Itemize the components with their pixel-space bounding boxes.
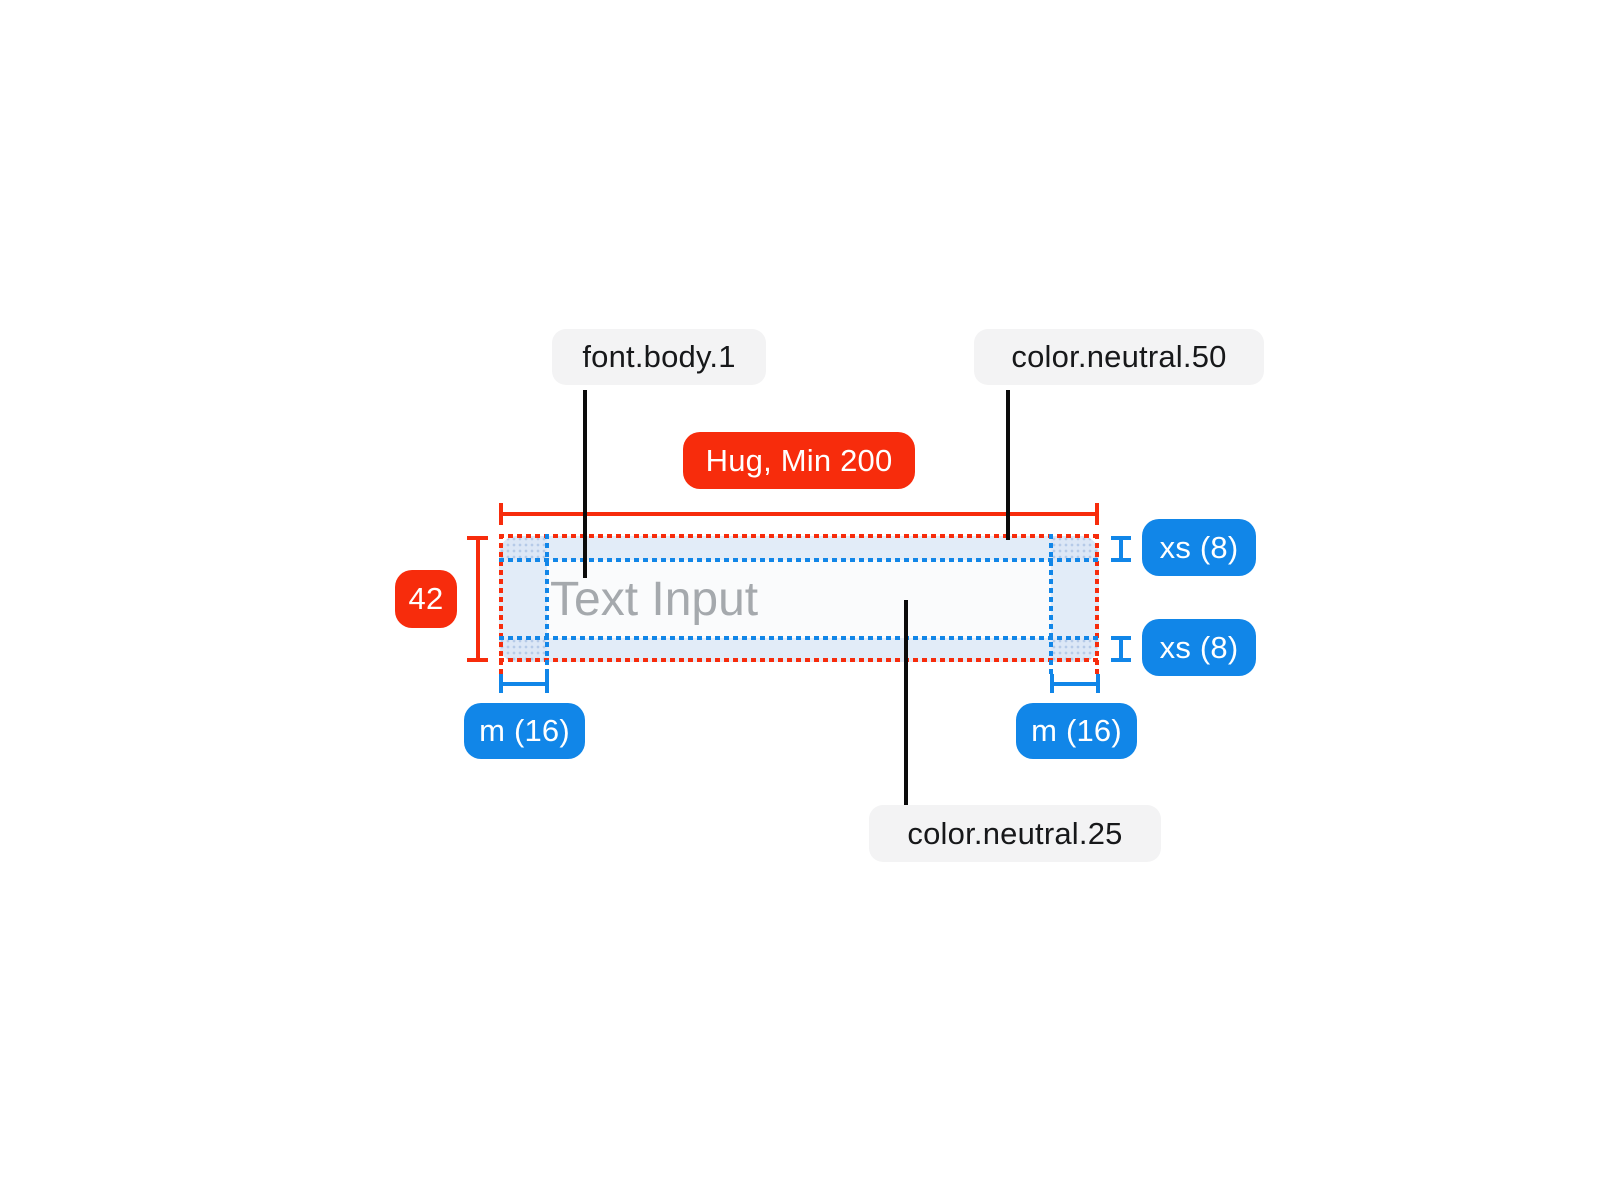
padding-top-marker xyxy=(1111,536,1131,562)
padding-left-badge: m (16) xyxy=(464,703,585,759)
padding-guide-right xyxy=(1049,534,1053,676)
border-token-connector xyxy=(1006,390,1010,540)
padding-guide-bottom xyxy=(499,636,1099,640)
padding-top-badge: xs (8) xyxy=(1142,519,1256,576)
padding-corner-top-right xyxy=(1051,536,1099,560)
background-color-token-label: color.neutral.25 xyxy=(869,805,1161,862)
border-color-token-label: color.neutral.50 xyxy=(974,329,1264,385)
font-token-connector xyxy=(583,390,587,578)
padding-corner-top-left xyxy=(499,536,547,560)
redline-bounds-right xyxy=(1095,534,1099,676)
width-dimension-cap-left xyxy=(499,503,503,525)
padding-guide-left xyxy=(545,534,549,676)
padding-bottom-marker xyxy=(1111,636,1131,662)
width-dimension-cap-right xyxy=(1095,503,1099,525)
padding-right-marker xyxy=(1050,674,1100,693)
padding-left-marker xyxy=(499,674,549,693)
height-badge: 42 xyxy=(395,570,457,628)
width-constraint-badge: Hug, Min 200 xyxy=(683,432,915,489)
text-input[interactable] xyxy=(550,562,1030,636)
height-dimension-line xyxy=(476,536,480,662)
width-dimension-line xyxy=(500,512,1098,516)
height-dimension-cap-top xyxy=(467,536,488,540)
padding-right-badge: m (16) xyxy=(1016,703,1137,759)
padding-guide-top xyxy=(499,558,1099,562)
background-token-connector xyxy=(904,600,908,806)
height-dimension-cap-bottom xyxy=(467,658,488,662)
redline-bounds-bottom xyxy=(499,658,1099,662)
padding-bottom-badge: xs (8) xyxy=(1142,619,1256,676)
redline-bounds-left xyxy=(499,534,503,676)
redline-bounds-top xyxy=(499,534,1099,538)
font-token-label: font.body.1 xyxy=(552,329,766,385)
